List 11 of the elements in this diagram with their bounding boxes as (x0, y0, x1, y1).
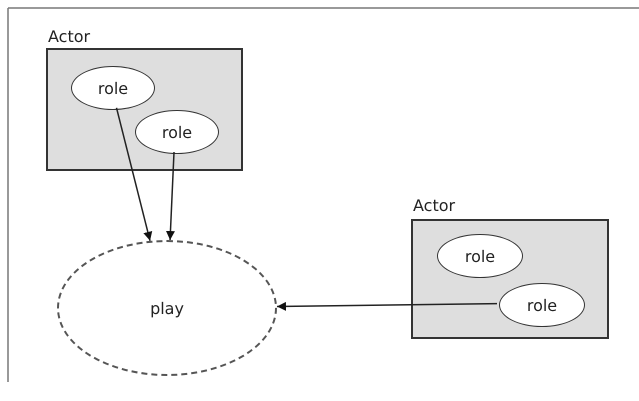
node-label: role (526, 296, 558, 314)
arrow (166, 152, 175, 240)
actor-heading: Actor (48, 28, 90, 46)
node-label: role (162, 122, 192, 142)
play-ellipse (57, 240, 277, 376)
node-label: role (464, 246, 496, 266)
node-label: play (150, 298, 184, 318)
actor-heading: Actor (413, 197, 456, 215)
node-label: role (98, 78, 128, 98)
arrow (276, 302, 498, 311)
arrow (116, 108, 152, 241)
